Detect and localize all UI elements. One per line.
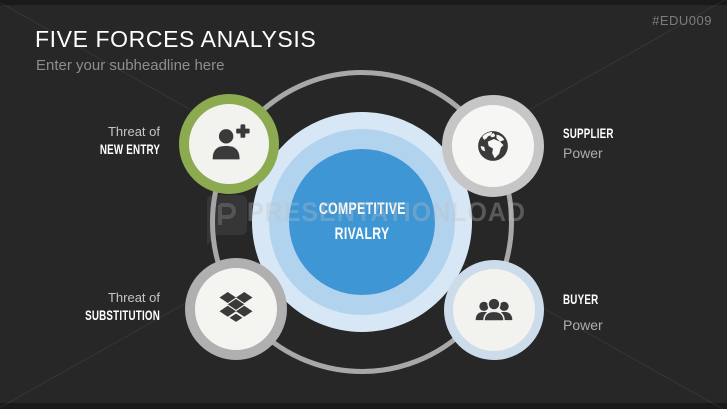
slide-subtitle-placeholder: Enter your subheadline here (36, 57, 225, 74)
user-plus-icon (212, 124, 250, 160)
supplier-circle (442, 95, 544, 197)
watermark-text: PRESENTATIONLOAD (247, 197, 527, 227)
force-prefix: Threat of (107, 290, 160, 305)
force-suffix: Power (563, 145, 603, 161)
force-prefix: Threat of (107, 124, 160, 139)
people-group-icon (475, 297, 513, 322)
force-name: SUBSTITUTION (85, 307, 160, 324)
force-name: SUPPLIER (563, 125, 614, 141)
slide-title: FIVE FORCES ANALYSIS (35, 26, 317, 52)
orbit-ring (210, 70, 514, 374)
globe-icon (478, 131, 508, 161)
buyer-label: BUYER Power (563, 290, 614, 335)
new-entry-label: Threat of NEW ENTRY (35, 124, 160, 160)
center-label-line1: COMPETITIVE (318, 199, 406, 219)
force-suffix: Power (563, 317, 603, 333)
force-name: NEW ENTRY (99, 141, 160, 158)
buyer-circle (444, 260, 544, 360)
presentationload-logo-icon (207, 195, 247, 245)
center-label-line2: RIVALRY (334, 224, 390, 243)
new-entry-circle (179, 94, 279, 194)
supplier-label: SUPPLIER Power (563, 124, 635, 163)
substitution-label: Threat of SUBSTITUTION (35, 290, 160, 326)
template-code: #EDU009 (652, 13, 712, 28)
top-edge-strip (0, 0, 727, 5)
force-name: BUYER (563, 291, 599, 307)
competitive-rivalry-circle: COMPETITIVE RIVALRY (289, 149, 435, 295)
open-box-icon (219, 292, 253, 322)
substitution-circle (185, 258, 287, 360)
bottom-edge-strip (0, 403, 727, 409)
